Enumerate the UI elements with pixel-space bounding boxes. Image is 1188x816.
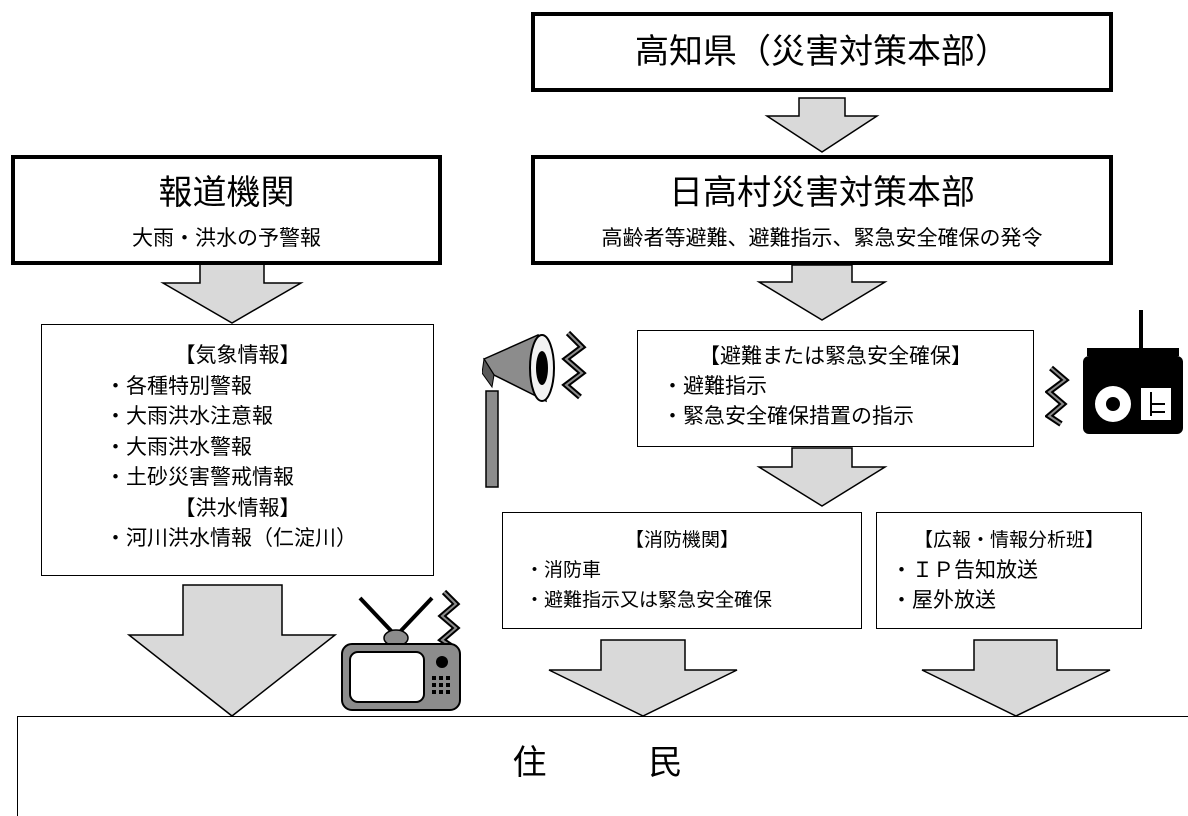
flood-heading: 【洪水情報】 — [174, 495, 301, 520]
arrow-village-to-evac — [756, 264, 888, 321]
pr-heading: 【広報・情報分析班】 — [913, 529, 1104, 551]
prefecture-hq-title: 高知県（災害対策本部） — [635, 32, 1009, 72]
media-subtitle: 大雨・洪水の予警報 — [132, 226, 321, 250]
prefecture-hq-box: 高知県（災害対策本部） — [531, 12, 1113, 92]
arrow-weather-to-residents — [126, 584, 338, 717]
weather-info-box: 【気象情報】 ・各種特別警報 ・大雨洪水注意報 ・大雨洪水警報 ・土砂災害警戒情… — [41, 324, 434, 576]
media-title: 報道機関 — [158, 173, 295, 213]
residents-box: 住 民 — [17, 716, 1188, 816]
radio-icon — [1045, 310, 1183, 434]
flood-item: ・河川洪水情報（仁淀川） — [105, 526, 357, 550]
pr-item: ・屋外放送 — [891, 588, 996, 612]
arrow-pr-to-residents — [921, 639, 1111, 717]
fire-item: ・避難指示又は緊急安全確保 — [525, 589, 773, 611]
weather-item: ・土砂災害警戒情報 — [105, 465, 294, 489]
pr-box: 【広報・情報分析班】 ・ＩＰ告知放送 ・屋外放送 — [876, 512, 1142, 629]
evacuation-heading: 【避難または緊急安全確保】 — [699, 344, 972, 368]
fire-dept-box: 【消防機関】 ・消防車 ・避難指示又は緊急安全確保 — [502, 512, 862, 629]
media-box: 報道機関 大雨・洪水の予警報 — [11, 155, 442, 265]
megaphone-icon — [482, 330, 587, 488]
evacuation-box: 【避難または緊急安全確保】 ・避難指示 ・緊急安全確保措置の指示 — [637, 330, 1034, 447]
residents-label: 住 民 — [512, 743, 683, 783]
weather-item: ・各種特別警報 — [105, 373, 252, 398]
evacuation-item: ・緊急安全確保措置の指示 — [662, 404, 914, 428]
evacuation-item: ・避難指示 — [662, 374, 767, 398]
village-hq-box: 日高村災害対策本部 高齢者等避難、避難指示、緊急安全確保の発令 — [531, 155, 1113, 265]
arrow-evac-to-branches — [756, 447, 888, 507]
arrow-pref-to-village — [764, 97, 880, 153]
weather-heading: 【気象情報】 — [174, 343, 301, 367]
weather-item: ・大雨洪水警報 — [105, 434, 252, 459]
village-hq-subtitle: 高齢者等避難、避難指示、緊急安全確保の発令 — [601, 226, 1043, 250]
village-hq-title: 日高村災害対策本部 — [669, 173, 975, 213]
arrow-fire-to-residents — [548, 639, 738, 717]
weather-item: ・大雨洪水注意報 — [105, 404, 273, 428]
pr-item: ・ＩＰ告知放送 — [891, 558, 1038, 582]
fire-heading: 【消防機関】 — [624, 529, 739, 551]
arrow-media-to-weather — [160, 263, 304, 324]
arrows-layer — [126, 97, 1111, 717]
television-icon — [341, 589, 461, 711]
fire-item: ・消防車 — [525, 559, 602, 581]
